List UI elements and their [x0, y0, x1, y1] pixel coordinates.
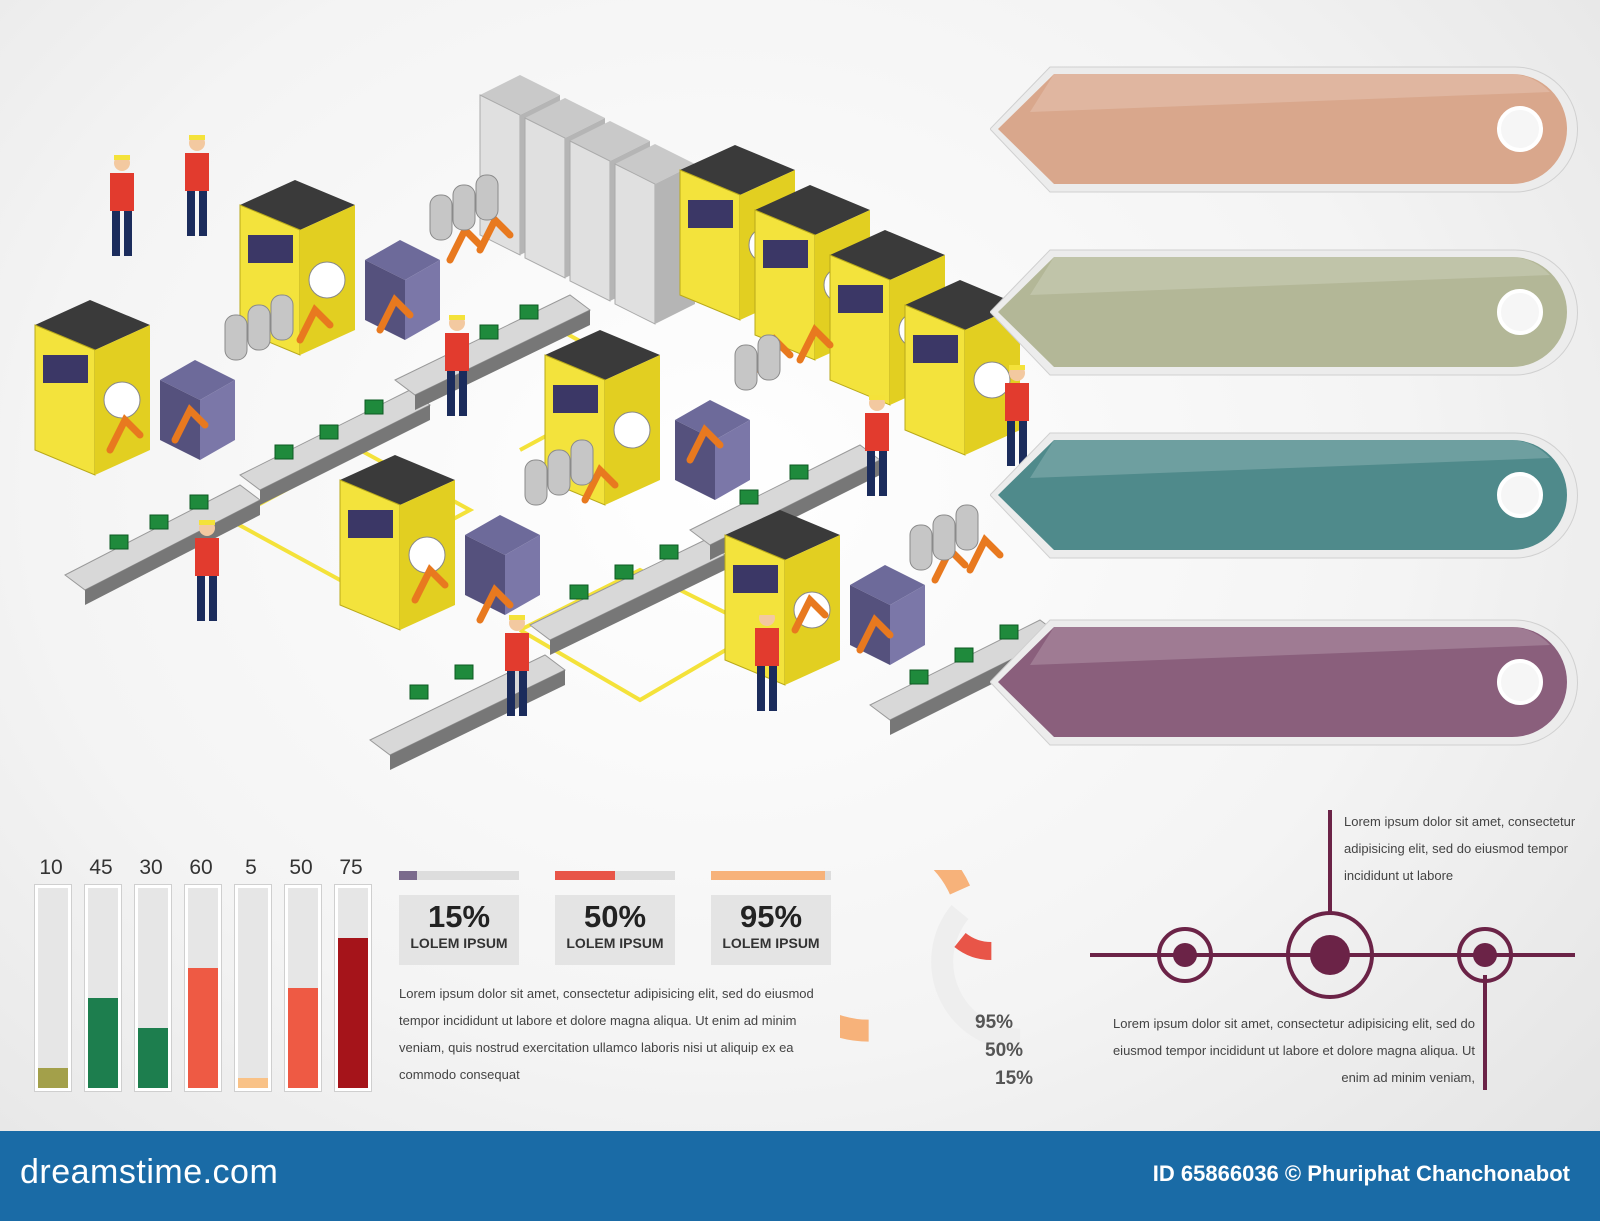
bar-value-label: 75: [339, 856, 363, 879]
press-machines: [160, 240, 925, 665]
worker-1: [110, 155, 134, 256]
stat-percentage: 95%: [739, 899, 803, 934]
banner-hole-icon: [1497, 289, 1543, 335]
timeline-caption-top: Lorem ipsum dolor sit amet, consectetur …: [1344, 814, 1576, 883]
stat-percentage: 50%: [583, 899, 647, 934]
footer-brand[interactable]: dreamstime.com: [20, 1153, 279, 1191]
banner-hole-icon: [1497, 106, 1543, 152]
bar-fill: [38, 1068, 68, 1088]
footer-bar: dreamstime.com ID 65866036 © Phuriphat C…: [0, 1131, 1600, 1221]
bar-track: [185, 885, 221, 1091]
timeline-node-center: [1286, 911, 1374, 999]
worker-6: [755, 610, 779, 711]
stat-progress-track: [555, 871, 675, 880]
bar-fill: [288, 988, 318, 1088]
conveyor-3: [394, 294, 591, 410]
bar-value-label: 45: [89, 856, 113, 879]
timeline-node-left: [1157, 927, 1213, 983]
stat-progress-fill: [555, 871, 615, 880]
banner-tag-1[interactable]: [990, 62, 1580, 197]
product-boxes: [109, 304, 1019, 700]
stat-box: 95%LOLEM IPSUM: [711, 895, 831, 965]
bar-fill: [238, 1078, 268, 1088]
bar-track: [235, 885, 271, 1091]
ring-chart: [840, 870, 1021, 1051]
ring-arc: [954, 932, 992, 961]
banner-tag-3[interactable]: [990, 428, 1580, 563]
stat-progress-fill: [711, 871, 825, 880]
bar-fill: [88, 998, 118, 1088]
workers: [110, 135, 1029, 716]
timeline-caption-bottom: Lorem ipsum dolor sit amet, consectetur …: [1112, 1016, 1475, 1085]
worker-5: [505, 615, 529, 716]
ring-arc: [931, 905, 1021, 1051]
bar-track: [285, 885, 321, 1091]
conveyor-1: [64, 484, 261, 605]
bar-track: [135, 885, 171, 1091]
conveyor-2: [239, 389, 431, 505]
stat-progress-fill: [399, 871, 417, 880]
timeline-dot-center: [1310, 935, 1350, 975]
worker-4: [195, 520, 219, 621]
stat-percentage: 15%: [427, 899, 491, 934]
bar-fill: [188, 968, 218, 1088]
stat-progress-track: [711, 871, 831, 880]
bar-value-label: 5: [245, 856, 257, 879]
timeline-node-right: [1457, 927, 1513, 983]
stat-label: LOLEM IPSUM: [722, 935, 820, 951]
bar-track: [335, 885, 371, 1091]
ring-percent-label: 50%: [985, 1040, 1024, 1061]
banner-tag-2[interactable]: [990, 245, 1580, 380]
banner-hole-icon: [1497, 659, 1543, 705]
stat-box: 50%LOLEM IPSUM: [555, 895, 675, 965]
timeline-dot-left: [1173, 943, 1197, 967]
bar-track: [85, 885, 121, 1091]
stat-box: 15%LOLEM IPSUM: [399, 895, 519, 965]
stat-progress-track: [399, 871, 519, 880]
timeline-dot-right: [1473, 943, 1497, 967]
bar-value-label: 50: [289, 856, 313, 879]
worker-8: [1005, 365, 1029, 466]
factory-illustration: [34, 75, 1060, 770]
timeline-graphic: [1090, 810, 1575, 1090]
worker-2: [185, 135, 209, 236]
bar-value-label: 30: [139, 856, 163, 879]
banner-hole-icon: [1497, 472, 1543, 518]
stat-label: LOLEM IPSUM: [410, 935, 508, 951]
stat-label: LOLEM IPSUM: [566, 935, 664, 951]
worker-7: [865, 395, 889, 496]
footer-credit: ID 65866036 © Phuriphat Chanchonabot: [1152, 1161, 1570, 1186]
ring-arcs: [840, 870, 1021, 1051]
bar-fill: [338, 938, 368, 1088]
body-paragraph: Lorem ipsum dolor sit amet, consectetur …: [399, 986, 814, 1082]
bar-value-label: 60: [189, 856, 213, 879]
worker-3: [445, 315, 469, 416]
floor-connector-lines: [229, 327, 765, 703]
ring-percent-label: 15%: [995, 1068, 1034, 1089]
server-racks: [479, 75, 695, 325]
ring-percent-label: 95%: [975, 1012, 1014, 1033]
silos: [224, 174, 979, 571]
bar-track: [35, 885, 71, 1091]
bar-fill: [138, 1028, 168, 1088]
banner-tag-4[interactable]: [990, 615, 1580, 750]
bar-value-label: 10: [39, 856, 63, 879]
yellow-machines: [34, 145, 1020, 686]
